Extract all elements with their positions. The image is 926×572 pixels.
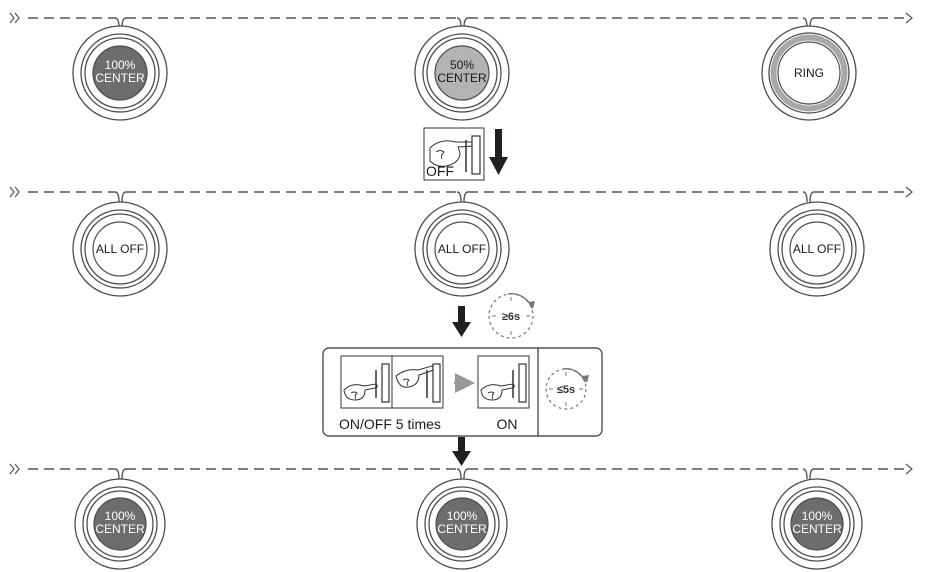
- down-arrow-icon: [452, 306, 471, 337]
- lamp-label-line2: CENTER: [437, 522, 487, 536]
- timer-label: ≤5s: [557, 384, 575, 396]
- light-fixture-dark: 100% CENTER: [72, 25, 168, 121]
- lamp-label: RING: [794, 66, 824, 80]
- wall-switch-icon: [477, 355, 530, 409]
- light-row-3: 100% CENTER 100% CENTER 100% CENTER: [9, 463, 913, 570]
- lamp-label-line1: 100%: [802, 509, 833, 523]
- step-switch-off: OFF: [423, 127, 508, 181]
- light-fixture-medium: 50% CENTER: [414, 25, 510, 121]
- lamp-label-line1: 50%: [450, 58, 474, 72]
- wire-row-2-ends: [9, 186, 913, 198]
- lamp-label-line1: 100%: [105, 58, 136, 72]
- step-wait: ≥6s: [452, 293, 535, 339]
- light-fixture-off: ALL OFF: [414, 201, 510, 297]
- lamp-label-line1: 100%: [447, 509, 478, 523]
- on-caption: ON: [497, 416, 518, 432]
- lamp-label-line2: CENTER: [95, 71, 145, 85]
- lamp-label-line1: 100%: [105, 509, 136, 523]
- timer-label: ≥6s: [502, 311, 520, 323]
- lamp-label-line2: CENTER: [792, 522, 842, 536]
- wire-row-3-drops: [114, 468, 815, 480]
- lamp-label: ALL OFF: [438, 242, 486, 256]
- light-fixture-off: ALL OFF: [769, 201, 865, 297]
- light-fixture-ring: RING: [761, 25, 857, 121]
- wire-row-2-drops: [114, 191, 815, 203]
- lamp-label-line2: CENTER: [95, 522, 145, 536]
- step-toggle-panel: ON/OFF 5 times ON ≤5s: [322, 347, 603, 437]
- stopwatch-icon: ≥6s: [488, 293, 535, 339]
- switch-off-label: OFF: [426, 163, 454, 179]
- light-fixture-dark: 100% CENTER: [771, 478, 863, 570]
- wall-switch-icon: [340, 355, 393, 409]
- lamp-label: ALL OFF: [793, 242, 841, 256]
- light-row-2: ALL OFF ALL OFF ALL OFF: [9, 186, 913, 297]
- toggle-caption: ON/OFF 5 times: [339, 416, 441, 432]
- light-fixture-dark: 100% CENTER: [416, 478, 508, 570]
- light-row-1: 100% CENTER 50% CENTER RING: [9, 12, 913, 121]
- down-arrow-icon: [489, 129, 508, 175]
- down-arrow-icon: [452, 437, 471, 466]
- stopwatch-icon: ≤5s: [545, 368, 589, 410]
- lamp-label-line2: CENTER: [437, 71, 487, 85]
- light-fixture-dark: 100% CENTER: [74, 478, 166, 570]
- wire-row-3-ends: [9, 463, 913, 475]
- wire-row-1-ends: [9, 12, 913, 24]
- wall-switch-off-icon: OFF: [423, 127, 485, 181]
- wall-switch-icon: [391, 355, 444, 409]
- lamp-label: ALL OFF: [96, 242, 144, 256]
- light-fixture-off: ALL OFF: [72, 201, 168, 297]
